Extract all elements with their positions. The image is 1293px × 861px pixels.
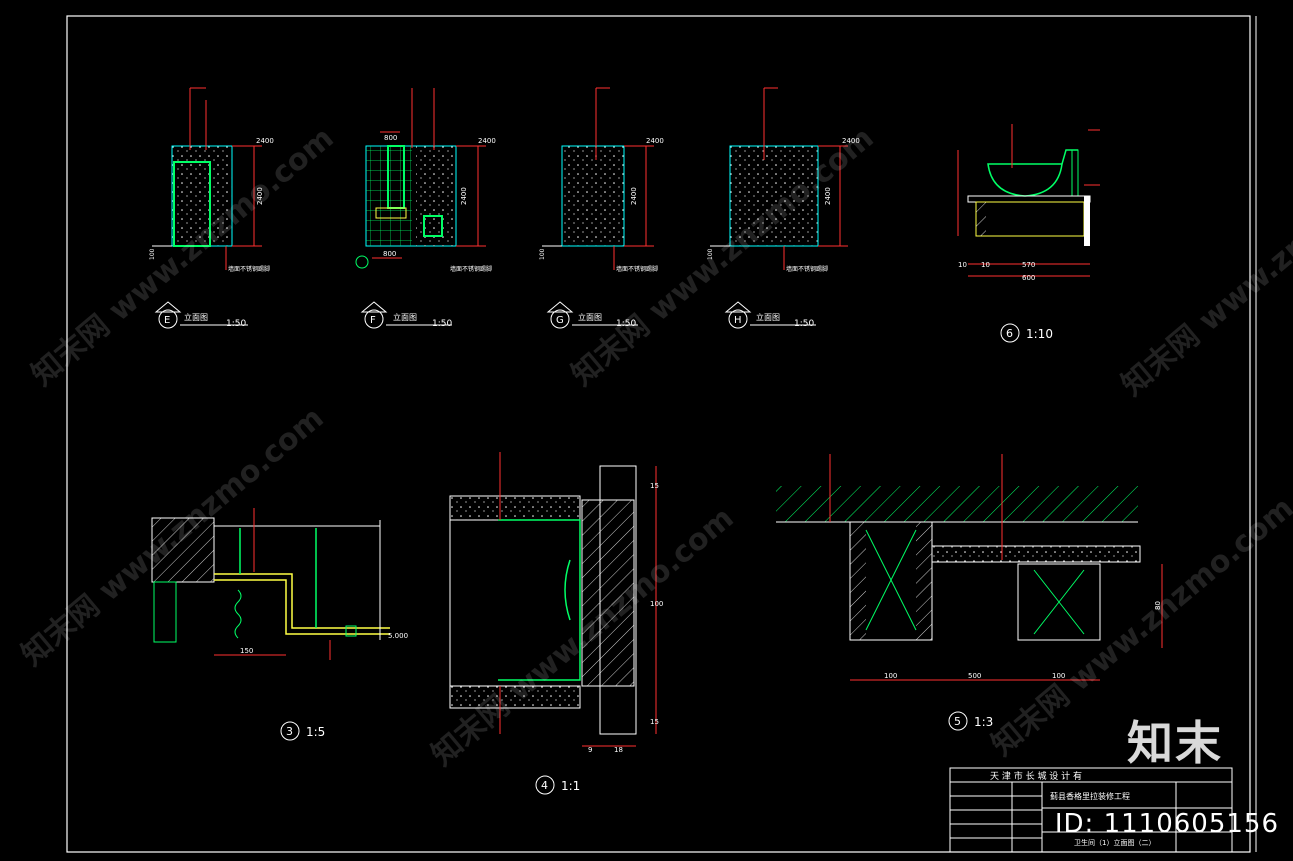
detail-4-dim-4: 9 bbox=[588, 746, 592, 754]
elevation-f-name: 立面图 bbox=[393, 312, 417, 322]
elevation-g-letter: G bbox=[556, 315, 564, 326]
elevation-f-dim-width-bottom: 800 bbox=[383, 250, 396, 258]
elevation-f-dim-top: 2400 bbox=[478, 137, 496, 145]
detail-6-number: 6 bbox=[1006, 327, 1013, 340]
detail-3-section: 150 5.000 3 1:5 bbox=[151, 508, 408, 741]
detail-3-dim-1: 150 bbox=[240, 647, 253, 655]
detail-6-dim-4: 600 bbox=[1022, 274, 1035, 282]
elevation-e-note: 墙面不锈钢踢脚 bbox=[228, 265, 270, 273]
detail-4-dim-3: 15 bbox=[650, 718, 659, 726]
title-block-drawing: 卫生间（1）立面图（二） bbox=[1074, 838, 1155, 847]
title-block: 天 津 市 长 城 设 计 有 蓟县香格里拉装修工程 卫生间（1）立面图（二） bbox=[949, 767, 1233, 853]
title-block-project: 蓟县香格里拉装修工程 bbox=[1050, 791, 1130, 801]
detail-6-dim-1: 10 bbox=[958, 261, 967, 269]
detail-4-scale: 1:1 bbox=[561, 779, 580, 793]
detail-5-section: 100 500 100 80 5 1:3 bbox=[776, 454, 1163, 731]
elevation-h-dim-base: 100 bbox=[707, 248, 714, 260]
detail-6-basin: 10 570 10 600 6 1:10 bbox=[957, 124, 1100, 343]
detail-6-dim-2: 570 bbox=[1022, 261, 1035, 269]
detail-5-dim-4: 80 bbox=[1154, 601, 1162, 610]
detail-4-number: 4 bbox=[541, 779, 548, 792]
elevation-g-dim-height: 2400 bbox=[630, 187, 638, 205]
detail-5-scale: 1:3 bbox=[974, 715, 993, 729]
elevation-h-tag: H 立面图 1:50 bbox=[724, 301, 816, 329]
detail-4-section: 15 100 15 9 18 4 1:1 bbox=[449, 452, 663, 795]
elevation-g-scale: 1:50 bbox=[616, 319, 636, 329]
detail-3-dim-2: 5.000 bbox=[388, 632, 408, 640]
elevation-h-scale: 1:50 bbox=[794, 319, 814, 329]
detail-4-dim-1: 15 bbox=[650, 482, 659, 490]
title-block-company: 天 津 市 长 城 设 计 有 bbox=[990, 770, 1082, 782]
detail-5-dim-3: 100 bbox=[1052, 672, 1065, 680]
elevation-h-name: 立面图 bbox=[756, 312, 780, 322]
detail-4-dim-2: 100 bbox=[650, 600, 663, 608]
elevation-f-note: 墙面不锈钢踢脚 bbox=[450, 265, 492, 273]
elevation-e-dim-top: 2400 bbox=[256, 137, 274, 145]
detail-3-number: 3 bbox=[286, 725, 293, 738]
elevation-h: 2400 2400 100 墙面不锈钢踢脚 H 立面图 1:50 bbox=[707, 87, 860, 329]
elevation-g-dim-top: 2400 bbox=[646, 137, 664, 145]
elevation-h-dim-top: 2400 bbox=[842, 137, 860, 145]
elevation-g: 2400 2400 100 墙面不锈钢踢脚 G 立面图 1:50 bbox=[539, 87, 664, 329]
elevation-e: 2400 2400 100 墙面不锈钢踢脚 E 立面图 1:50 bbox=[149, 87, 274, 329]
elevation-e-letter: E bbox=[164, 315, 170, 326]
drawing-frame bbox=[66, 15, 1251, 853]
elevation-e-tag: E 立面图 1:50 bbox=[154, 301, 248, 329]
elevation-f-dim-width-top: 800 bbox=[384, 134, 397, 142]
elevation-g-dim-base: 100 bbox=[539, 248, 546, 260]
id-tag: ID: 1110605156 bbox=[1054, 809, 1279, 839]
detail-6-scale: 1:10 bbox=[1026, 327, 1053, 341]
elevation-h-letter: H bbox=[734, 315, 742, 326]
brand-logo: 知末 bbox=[1127, 716, 1223, 770]
elevation-e-dim-height: 2400 bbox=[256, 187, 264, 205]
elevation-f-tag: F 立面图 1:50 bbox=[360, 301, 452, 329]
detail-5-dim-2: 500 bbox=[968, 672, 981, 680]
detail-3-scale: 1:5 bbox=[306, 725, 325, 739]
detail-4-dim-5: 18 bbox=[614, 746, 623, 754]
elevation-g-note: 墙面不锈钢踢脚 bbox=[616, 265, 658, 273]
elevation-h-dim-height: 2400 bbox=[824, 187, 832, 205]
elevation-g-name: 立面图 bbox=[578, 312, 602, 322]
elevation-g-tag: G 立面图 1:50 bbox=[546, 301, 638, 329]
detail-5-number: 5 bbox=[954, 715, 961, 728]
elevation-f-letter: F bbox=[370, 315, 376, 326]
elevation-f-scale: 1:50 bbox=[432, 319, 452, 329]
elevation-e-name: 立面图 bbox=[184, 312, 208, 322]
elevation-e-scale: 1:50 bbox=[226, 319, 246, 329]
detail-6-dim-3: 10 bbox=[981, 261, 990, 269]
elevation-f-dim-height: 2400 bbox=[460, 187, 468, 205]
detail-5-dim-1: 100 bbox=[884, 672, 897, 680]
elevation-f: 800 2400 2400 800 墙面不锈钢踢脚 F 立面图 1:50 bbox=[355, 88, 496, 329]
elevation-e-dim-base: 100 bbox=[149, 248, 156, 260]
elevation-h-note: 墙面不锈钢踢脚 bbox=[786, 265, 828, 273]
